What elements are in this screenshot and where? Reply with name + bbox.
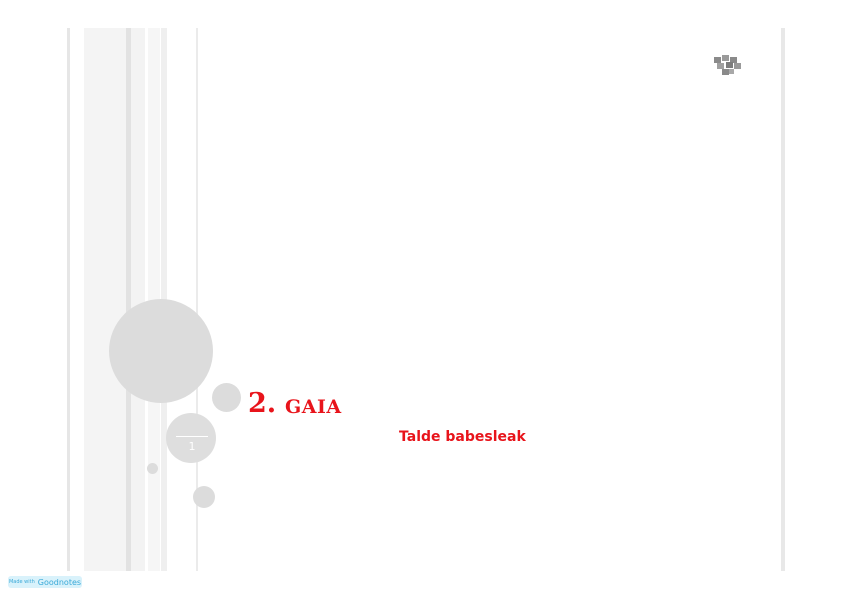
page-number-circle (166, 413, 216, 463)
decor-stripe-right (781, 28, 785, 571)
badge-made-with: Made with (8, 579, 35, 585)
decor-circle-large (109, 299, 213, 403)
page-number: 1 (188, 440, 196, 453)
decor-stripe (67, 28, 70, 571)
university-logo-icon (713, 55, 743, 77)
decor-stripe (196, 28, 198, 571)
decor-circle-small (193, 486, 215, 508)
made-with-goodnotes-badge[interactable]: Made with Goodnotes (8, 576, 82, 588)
title-word: GAIA (285, 396, 342, 418)
title-number: 2. (248, 388, 277, 419)
decor-stripe (126, 28, 131, 571)
page-number-rule (176, 436, 208, 437)
badge-brand: Goodnotes (37, 577, 82, 587)
subtitle: Talde babesleak (399, 429, 526, 445)
decor-stripe (131, 28, 145, 571)
decor-circle-tiny (147, 463, 158, 474)
decor-stripe (84, 28, 126, 571)
decor-circle-medium (212, 383, 241, 412)
